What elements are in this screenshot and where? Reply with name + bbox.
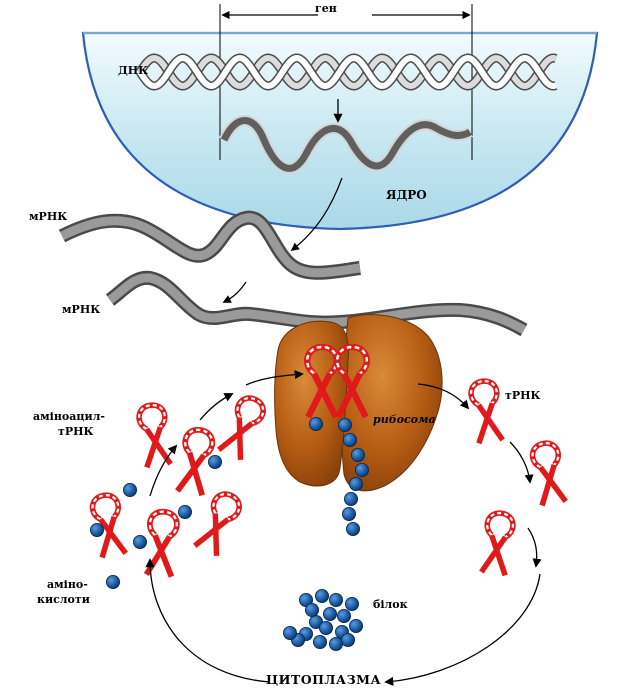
amino-acid-bead-icon — [328, 593, 343, 608]
amino-acid-bead-icon — [348, 476, 363, 491]
amino-acid-bead-icon — [90, 523, 105, 538]
trna-icon — [481, 511, 515, 575]
amino-acid-bead-icon — [342, 432, 357, 447]
amino-acid-bead-icon — [354, 462, 369, 477]
amino-acid-bead-icon — [337, 417, 352, 432]
amino-acid-bead-icon — [318, 621, 333, 636]
amino-acid-bead-icon — [314, 589, 329, 604]
cytoplasm-label: ЦИТОПЛАЗМА — [266, 672, 382, 687]
amino-acid-bead-icon — [308, 416, 323, 431]
trna-icon — [531, 441, 567, 506]
amino-acid-bead-icon — [207, 454, 222, 469]
amino-acid-bead-icon — [336, 609, 351, 624]
amino-acid-bead-icon — [350, 447, 365, 462]
mrna-ribbon-upper — [58, 210, 361, 280]
amino-acid-bead-icon — [304, 603, 319, 618]
nucleus-label: ЯДРО — [386, 188, 427, 202]
trna-label: тРНК — [505, 389, 541, 402]
dna-strand — [137, 54, 557, 90]
export-arrow-2 — [222, 281, 247, 303]
protein-label: білок — [373, 598, 408, 611]
amino-acid-bead-icon — [322, 607, 337, 622]
amino-acid-bead-icon — [348, 619, 363, 634]
amino-acid-bead-icon — [312, 635, 327, 650]
amino-acid-bead-icon — [282, 626, 297, 641]
amino-acid-bead-icon — [132, 535, 147, 550]
dna-double-helix — [136, 53, 558, 91]
amino-acid-bead-icon — [345, 522, 360, 537]
amino-acid-bead-icon — [106, 575, 121, 590]
aminoacyl-trna-label-line2: тРНК — [58, 425, 94, 438]
mrna-ribbon-lower — [105, 270, 528, 337]
amino-acid-bead-icon — [177, 504, 192, 519]
aminoacyl-trna-label-line1: аміноацил- — [33, 410, 105, 423]
nascent-rna-ribbon — [219, 115, 473, 174]
amino-acid-bead-icon — [340, 633, 355, 648]
amino-acid-bead-icon — [343, 491, 358, 506]
amino-acid-bead-icon — [328, 637, 343, 652]
gene-label: ген — [315, 2, 337, 15]
amino-acid-bead-icon — [344, 597, 359, 612]
mrna-label-upper: мРНК — [29, 210, 68, 223]
amino-acids-label-line2: кислоти — [37, 593, 90, 606]
amino-acids-label-line1: аміно- — [47, 578, 88, 591]
dna-strand — [137, 54, 557, 90]
trna-icon — [194, 490, 243, 556]
trna-icon — [218, 394, 267, 460]
cycle-arrows — [145, 370, 542, 686]
export-arrow-1 — [290, 177, 343, 252]
amino-acid-bead-icon — [341, 506, 356, 521]
dna-label: ДНК — [118, 64, 149, 77]
ribosome-label: рибосома — [373, 413, 436, 426]
mrna-label-lower: мРНК — [62, 303, 101, 316]
amino-acid-bead-icon — [123, 482, 138, 497]
trna-icon — [469, 379, 503, 443]
amino-acids — [90, 416, 369, 652]
